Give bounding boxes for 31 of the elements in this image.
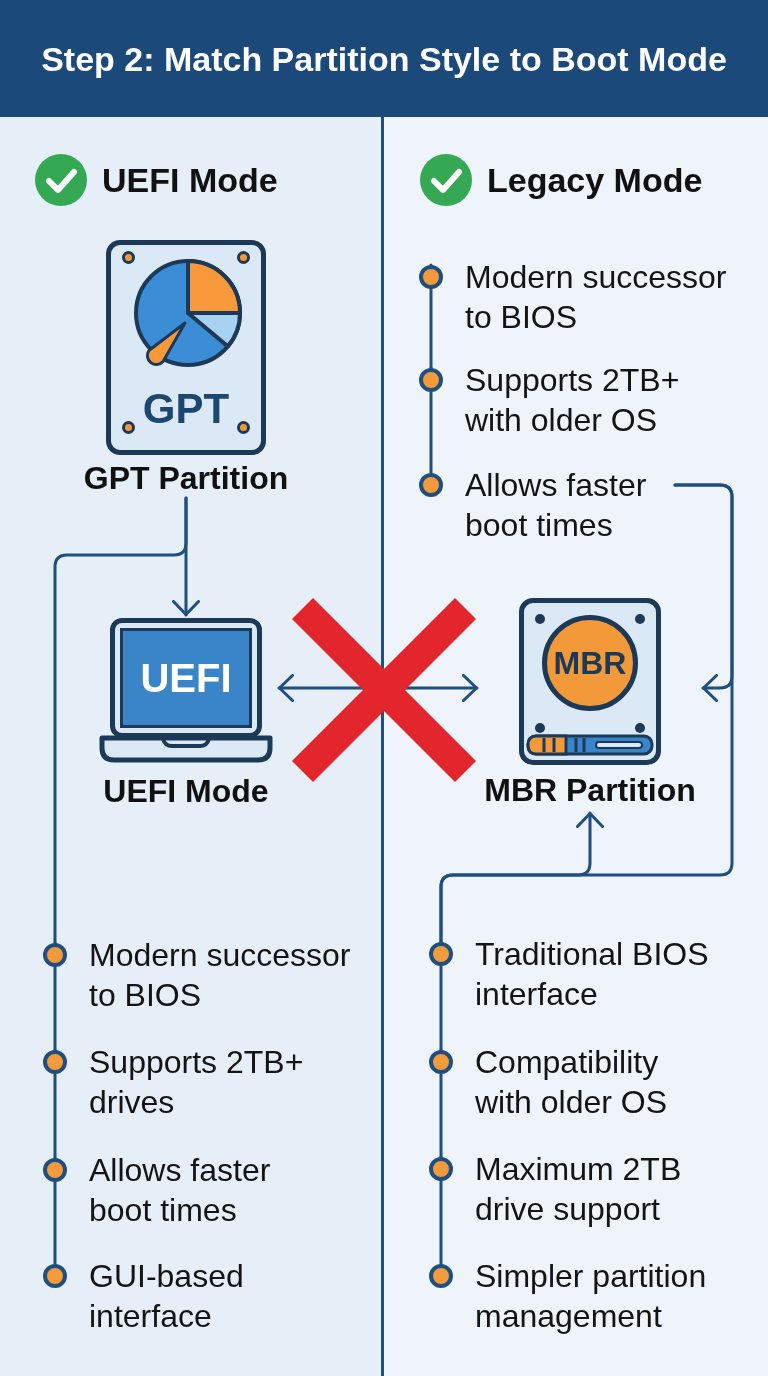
- panel-heading: UEFI Mode: [102, 160, 278, 200]
- feature-text: GUI-based interface: [89, 1257, 245, 1336]
- connector-line: [53, 1156, 57, 1266]
- drive-label: GPT: [142, 387, 230, 431]
- feature-text: Modern successor to BIOS: [89, 936, 352, 1015]
- connector-line: [53, 496, 188, 945]
- connector-line: [53, 1048, 57, 1160]
- node-label: GPT Partition: [83, 459, 289, 498]
- node-label: MBR Partition: [484, 771, 696, 810]
- connector-line: [439, 1048, 443, 1159]
- feature-text: Simpler partition management: [475, 1257, 708, 1336]
- feature-text: Compatibility with older OS: [475, 1043, 669, 1122]
- title: Step 2: Match Partition Style to Boot Mode: [41, 38, 727, 79]
- connector-line: [439, 1155, 443, 1266]
- feature-text: Maximum 2TB drive support: [475, 1150, 683, 1229]
- feature-text: Allows faster boot times: [89, 1151, 272, 1230]
- arrow: [439, 811, 604, 944]
- panel-heading: Legacy Mode: [487, 160, 703, 200]
- column-panel: [384, 117, 768, 1376]
- screen-label: UEFI: [120, 628, 252, 728]
- node-label: UEFI Mode: [103, 772, 269, 811]
- drive-label: MBR: [542, 615, 638, 711]
- connector-line: [429, 366, 433, 475]
- feature-text: Supports 2TB+ drives: [89, 1043, 305, 1122]
- feature-text: Supports 2TB+ with older OS: [465, 361, 681, 440]
- feature-text: Allows faster boot times: [465, 466, 648, 545]
- connector-line: [53, 941, 57, 1052]
- feature-text: Modern successor to BIOS: [465, 258, 728, 337]
- feature-text: Traditional BIOS interface: [475, 935, 710, 1014]
- connector-line: [439, 940, 443, 1052]
- connector-line: [429, 263, 433, 370]
